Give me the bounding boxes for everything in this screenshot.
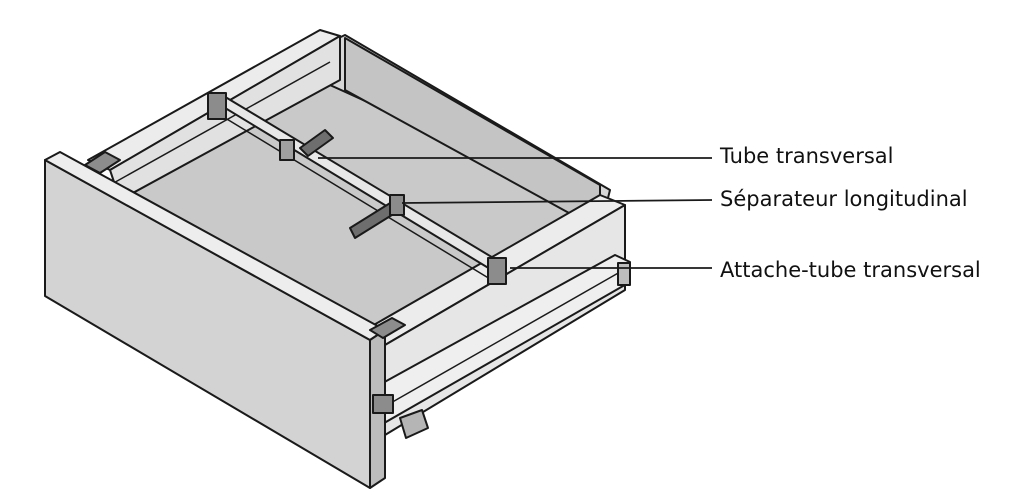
tube-transversal-label: Tube transversal	[720, 144, 894, 168]
adjuster-clip	[399, 409, 429, 439]
left-rail-line	[109, 61, 331, 186]
runner-line	[374, 271, 621, 413]
separateur-longitudinal-label: Séparateur longitudinal	[720, 187, 968, 211]
attache-tube-transversal-label: Attache-tube transversal	[720, 258, 981, 282]
runner-end-cap	[617, 262, 631, 286]
tube-bottom-edge	[211, 109, 496, 283]
tube-clip-mid	[279, 139, 295, 161]
leader-line-separator	[401, 199, 713, 204]
front-left-clip	[84, 151, 121, 174]
tube-clip-front	[487, 257, 507, 285]
front-right-clip	[369, 317, 406, 339]
separator-clip	[389, 194, 405, 216]
rear-separator-clip	[299, 129, 334, 157]
tube-clip-rear	[207, 92, 227, 120]
bottom-bracket	[372, 394, 394, 414]
